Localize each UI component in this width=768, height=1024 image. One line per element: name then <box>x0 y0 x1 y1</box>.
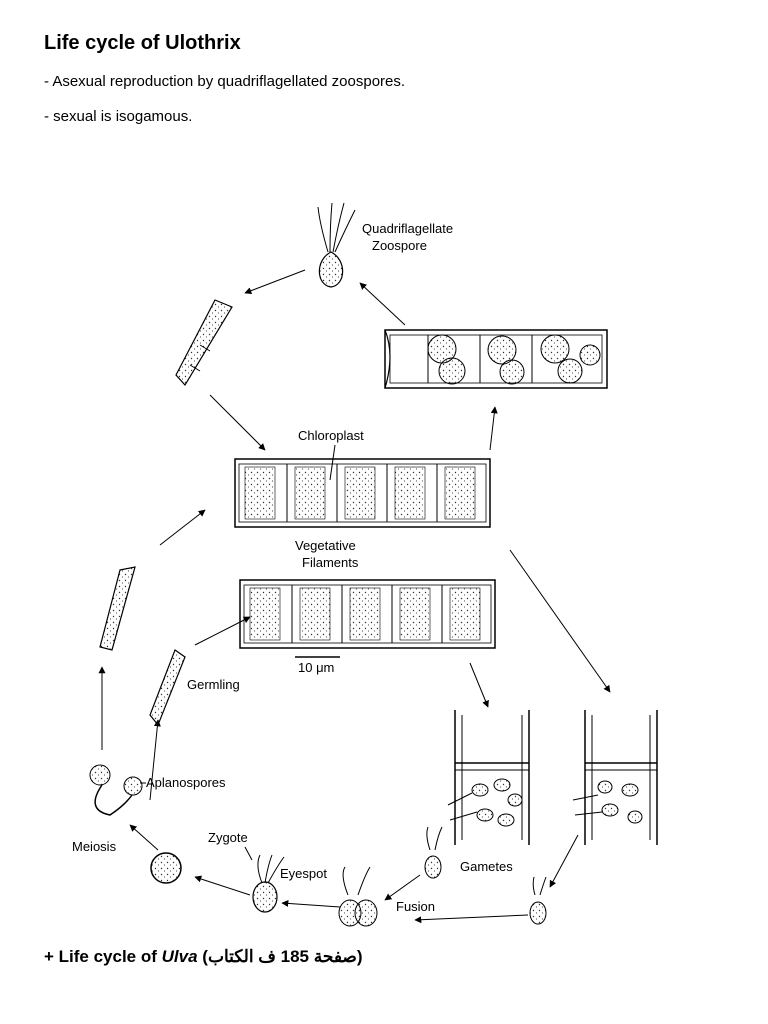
germling <box>149 649 186 727</box>
label-gametes: Gametes <box>460 859 513 874</box>
footer-close-paren: ) <box>356 947 363 966</box>
zoospore-cell <box>317 202 356 288</box>
fusing-gametes <box>338 866 378 927</box>
label-chloroplast: Chloroplast <box>298 428 364 443</box>
footer-prefix: + Life cycle of <box>44 947 162 966</box>
label-fusion: Fusion <box>396 899 435 914</box>
gametangium-left <box>447 710 530 845</box>
ulothrix-life-cycle-diagram: Quadriflagellate Zoospore Chlor <box>72 202 658 927</box>
label-filaments: Filaments <box>302 555 359 570</box>
label-meiosis: Meiosis <box>72 839 117 854</box>
released-gamete-2 <box>529 876 547 925</box>
footer-open-paren: ( <box>197 947 208 966</box>
aplanospores <box>89 764 143 816</box>
label-quadriflagellate: Quadriflagellate <box>362 221 453 236</box>
label-germling: Germling <box>187 677 240 692</box>
label-zoospore: Zoospore <box>372 238 427 253</box>
footer-genus: Ulva <box>161 947 198 966</box>
young-filament-top <box>175 299 233 387</box>
label-zygote: Zygote <box>208 830 248 845</box>
footer-arabic-page-ref: صفحة 185 ف الكتاب <box>207 947 357 966</box>
label-aplanospores: Aplanospores <box>146 775 226 790</box>
label-vegetative: Vegetative <box>295 538 356 553</box>
young-zygote-flagellate <box>252 854 285 913</box>
young-filament-left <box>99 566 136 651</box>
gametangium-right <box>572 710 658 845</box>
page-title: Life cycle of Ulothrix <box>44 32 241 54</box>
bullet-sexual: - sexual is isogamous. <box>44 108 193 125</box>
zoosporangium-filament <box>384 329 608 389</box>
released-gamete-1 <box>424 826 443 879</box>
bullet-asexual: - Asexual reproduction by quadriflagella… <box>44 73 406 90</box>
zygote-cell <box>150 852 182 884</box>
vegetative-filament-upper <box>234 458 491 528</box>
label-eyespot: Eyespot <box>280 866 327 881</box>
vegetative-filament-lower <box>239 579 496 649</box>
footer-ulva-reference: + Life cycle of Ulva (صفحة 185 ف الكتاب) <box>44 947 363 967</box>
label-scale: 10 μm <box>298 660 334 675</box>
cycle-arrows <box>98 269 611 924</box>
